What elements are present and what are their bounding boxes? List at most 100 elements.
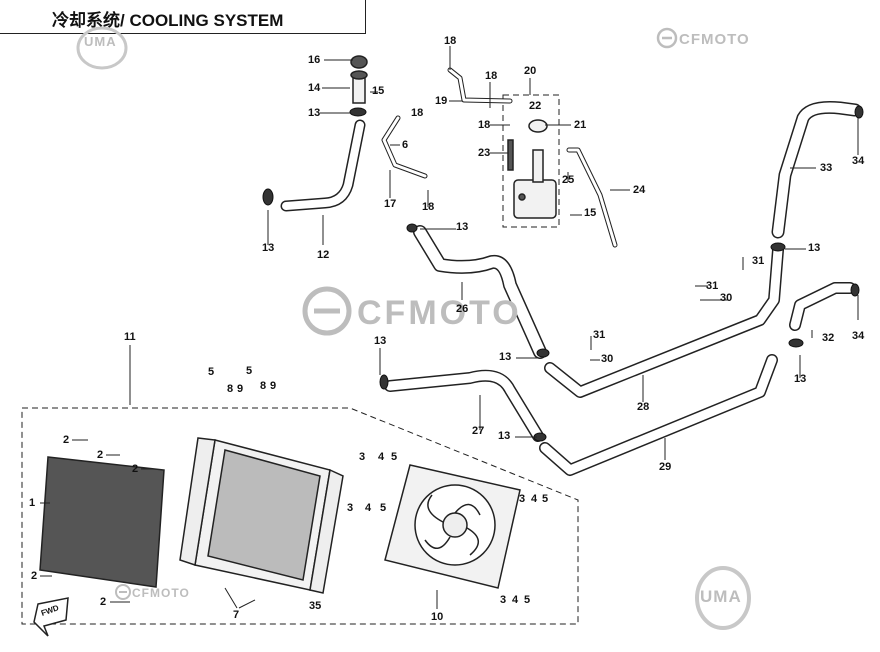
- callout-26: 26: [456, 303, 469, 315]
- callout-30: 30: [601, 353, 614, 365]
- uma-logo-bottom: [695, 566, 751, 630]
- callout-20: 20: [524, 65, 537, 77]
- callout-29: 29: [659, 461, 672, 473]
- callout-15: 15: [584, 207, 597, 219]
- callout-13: 13: [308, 107, 321, 119]
- hose-27-inner: [385, 371, 543, 441]
- callout-18: 18: [422, 201, 435, 213]
- callout-14: 14: [308, 82, 321, 94]
- callout-8: 8: [227, 383, 234, 395]
- callout-4: 4: [365, 502, 372, 514]
- callout-4: 4: [531, 493, 538, 505]
- leader-lines: [40, 46, 859, 609]
- fwd-arrow: [33, 597, 69, 637]
- callout-18: 18: [485, 70, 498, 82]
- callout-13: 13: [808, 242, 821, 254]
- callout-2: 2: [132, 463, 139, 475]
- callout-13: 13: [456, 221, 469, 233]
- callout-5: 5: [380, 502, 387, 514]
- title-box: 冷却系统/ COOLING SYSTEM: [0, 0, 366, 34]
- callout-19: 19: [435, 95, 448, 107]
- filler-neck: [350, 55, 368, 104]
- callout-31: 31: [752, 255, 765, 267]
- callout-12: 12: [317, 249, 330, 261]
- callout-17: 17: [384, 198, 397, 210]
- callout-2: 2: [100, 596, 107, 608]
- callout-22: 22: [529, 100, 542, 112]
- callout-13: 13: [794, 373, 807, 385]
- callout-13: 13: [374, 335, 387, 347]
- cfmoto-logo-bottom-icon: [115, 584, 131, 600]
- hose-19: [447, 67, 513, 104]
- callout-31: 31: [593, 329, 606, 341]
- callout-34: 34: [852, 330, 865, 342]
- hose-28: [544, 244, 784, 398]
- callout-2: 2: [97, 449, 104, 461]
- callout-3: 3: [500, 594, 507, 606]
- callout-2: 2: [63, 434, 70, 446]
- callout-2: 2: [31, 570, 38, 582]
- hose-29: [539, 354, 778, 476]
- uma-logo-top: [76, 26, 128, 70]
- callout-8: 8: [260, 380, 267, 392]
- callout-32: 32: [822, 332, 835, 344]
- callout-1: 1: [29, 497, 36, 509]
- cfmoto-watermark-top: CFMOTO: [679, 31, 750, 48]
- callout-15: 15: [372, 85, 385, 97]
- callout-9: 9: [270, 380, 277, 392]
- callout-30: 30: [720, 292, 733, 304]
- callout-11: 11: [124, 331, 136, 343]
- callout-5: 5: [391, 451, 398, 463]
- hose-26-inner: [414, 226, 546, 358]
- hose-19-inner: [448, 68, 512, 103]
- callout-13: 13: [262, 242, 275, 254]
- coolant-reservoir: [507, 119, 557, 219]
- cfmoto-logo-center-icon: [302, 286, 352, 336]
- page-title: 冷却系统/ COOLING SYSTEM: [52, 11, 284, 30]
- callout-34: 34: [852, 155, 865, 167]
- callout-18: 18: [444, 35, 457, 47]
- callout-24: 24: [633, 184, 646, 196]
- callout-27: 27: [472, 425, 485, 437]
- callout-18: 18: [478, 119, 491, 131]
- callout-13: 13: [499, 351, 512, 363]
- callout-25: 25: [562, 174, 575, 186]
- uma-watermark-bottom: UMA: [700, 587, 742, 606]
- callout-4: 4: [512, 594, 519, 606]
- callout-6: 6: [402, 139, 409, 151]
- callout-28: 28: [637, 401, 650, 413]
- hose-12-inner: [282, 121, 364, 210]
- callout-13: 13: [498, 430, 511, 442]
- callout-31: 31: [706, 280, 719, 292]
- hose-33-inner: [773, 102, 860, 237]
- callout-9: 9: [237, 383, 244, 395]
- callout-5: 5: [208, 366, 215, 378]
- cfmoto-logo-top-icon: [656, 27, 678, 49]
- cfmoto-watermark-bottom: CFMOTO: [132, 586, 190, 600]
- radiator-core: [179, 437, 344, 594]
- callout-23: 23: [478, 147, 491, 159]
- fan-assembly: [384, 464, 521, 589]
- callout-4: 4: [378, 451, 385, 463]
- callout-5: 5: [542, 493, 549, 505]
- callout-33: 33: [820, 162, 833, 174]
- hose-26: [413, 225, 547, 359]
- callout-3: 3: [347, 502, 354, 514]
- cfmoto-watermark-center: CFMOTO: [357, 294, 522, 332]
- group-outline-20: [502, 94, 560, 228]
- callout-3: 3: [359, 451, 366, 463]
- callout-16: 16: [308, 54, 321, 66]
- radiator-screen: [39, 456, 165, 588]
- hose-24: [566, 147, 618, 248]
- uma-watermark-top: UMA: [84, 34, 117, 49]
- callout-35: 35: [309, 600, 322, 612]
- callout-10: 10: [431, 611, 444, 623]
- hose-32-inner: [790, 283, 855, 330]
- hose-17-inner: [382, 116, 427, 178]
- callout-21: 21: [574, 119, 587, 131]
- group-outline-11: [21, 407, 579, 625]
- hose-28-inner: [545, 245, 783, 397]
- callout-18: 18: [411, 107, 424, 119]
